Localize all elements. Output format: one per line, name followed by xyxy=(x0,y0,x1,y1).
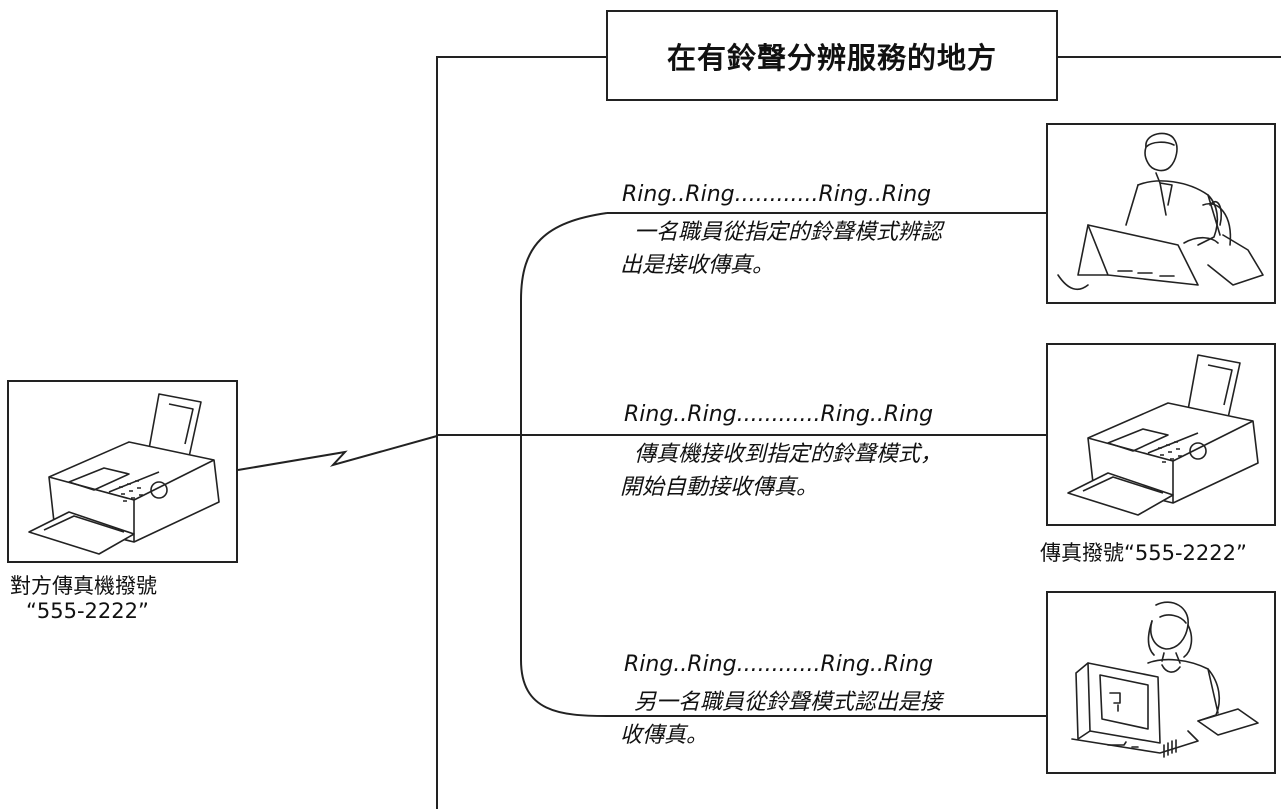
fax-machine-icon xyxy=(28,393,220,555)
employee-computer-box xyxy=(1046,591,1276,774)
title-box: 在有鈴聲分辨服務的地方 xyxy=(606,10,1058,101)
woman-at-computer-icon xyxy=(1071,601,1259,758)
branch-desc-2-line1: 傳真機接收到指定的鈴聲模式， xyxy=(634,442,943,467)
ring-text-2: Ring..Ring............Ring..Ring xyxy=(624,402,934,427)
man-at-laptop-icon xyxy=(1057,132,1264,291)
phone-line xyxy=(237,435,438,471)
receiving-fax-box xyxy=(1046,343,1276,526)
branch-desc-3-line2: 收傳真。 xyxy=(620,723,709,748)
fax-machine-icon xyxy=(1067,354,1259,516)
employee-laptop-box xyxy=(1046,123,1276,304)
trunk-line xyxy=(436,56,606,809)
branch-bracket xyxy=(520,212,608,717)
branch-desc-1-line1: 一名職員從指定的鈴聲模式辨認 xyxy=(634,220,943,245)
branch-desc-1-line2: 出是接收傳真。 xyxy=(620,253,775,278)
ring-text-1: Ring..Ring............Ring..Ring xyxy=(622,182,932,207)
sender-caption-line2: “555-2222” xyxy=(26,599,149,623)
sender-caption-line1: 對方傳真機撥號 xyxy=(10,574,157,598)
ring-text-3: Ring..Ring............Ring..Ring xyxy=(624,652,934,677)
branch-desc-2-line2: 開始自動接收傳真。 xyxy=(620,475,819,500)
receiver-caption: 傳真撥號“555-2222” xyxy=(1040,541,1247,565)
branch-desc-3-line1: 另一名職員從鈴聲模式認出是接 xyxy=(634,690,943,715)
sender-fax-box xyxy=(7,380,238,563)
diagram-title: 在有鈴聲分辨服務的地方 xyxy=(666,40,997,75)
